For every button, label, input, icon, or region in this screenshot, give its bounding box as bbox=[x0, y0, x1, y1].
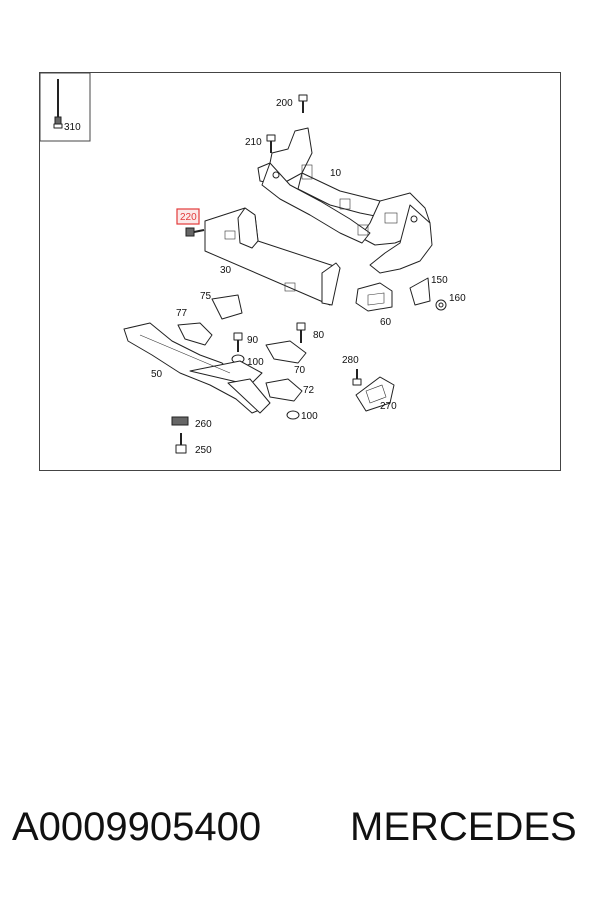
bracket-70 bbox=[265, 340, 307, 364]
mount-270 bbox=[355, 376, 395, 412]
bracket-150 bbox=[409, 277, 431, 306]
callout-220: 220 bbox=[180, 212, 197, 223]
callout-100-a: 100 bbox=[247, 357, 264, 368]
callout-100-b: 100 bbox=[301, 411, 318, 422]
bolt-80-icon bbox=[296, 322, 306, 343]
bolt-200-icon bbox=[298, 94, 308, 113]
bracket-72 bbox=[265, 378, 303, 402]
callout-10: 10 bbox=[330, 168, 342, 179]
callout-260: 260 bbox=[195, 419, 212, 430]
callout-70: 70 bbox=[294, 365, 306, 376]
part-number: A0009905400 bbox=[12, 805, 262, 849]
washer-100-b-icon bbox=[286, 410, 300, 420]
callout-30: 30 bbox=[220, 265, 232, 276]
bolt-280-icon bbox=[352, 369, 362, 386]
callout-220-highlight bbox=[176, 208, 200, 225]
screw-250-icon bbox=[175, 433, 187, 454]
callout-310: 310 bbox=[64, 122, 81, 133]
exploded-view: 310 200 210 10 220 bbox=[40, 73, 466, 456]
mount-60 bbox=[355, 282, 393, 312]
callout-50: 50 bbox=[151, 369, 163, 380]
callout-90: 90 bbox=[247, 335, 259, 346]
brand-name: MERCEDES bbox=[350, 805, 577, 849]
footer: A0009905400 MERCEDES bbox=[0, 805, 600, 865]
callout-150: 150 bbox=[431, 275, 448, 286]
bolt-310-icon bbox=[53, 79, 63, 129]
bolt-90-icon bbox=[233, 332, 243, 352]
callout-60: 60 bbox=[380, 317, 392, 328]
callout-270: 270 bbox=[380, 401, 397, 412]
screw-220-icon bbox=[185, 227, 205, 237]
callout-210: 210 bbox=[245, 137, 262, 148]
cross-member-30 bbox=[204, 207, 341, 306]
callout-75: 75 bbox=[200, 291, 212, 302]
callout-200: 200 bbox=[276, 98, 293, 109]
callout-250: 250 bbox=[195, 445, 212, 456]
callout-72: 72 bbox=[303, 385, 315, 396]
callout-77: 77 bbox=[176, 308, 188, 319]
inset-box bbox=[40, 73, 91, 142]
underbody-rail-50 bbox=[123, 322, 271, 414]
bracket-75 bbox=[211, 294, 243, 320]
callout-80: 80 bbox=[313, 330, 325, 341]
callout-280: 280 bbox=[342, 355, 359, 366]
callout-160: 160 bbox=[449, 293, 466, 304]
front-frame-10 bbox=[257, 127, 433, 274]
nut-160-icon bbox=[435, 299, 447, 311]
clip-260-icon bbox=[171, 416, 189, 426]
bracket-77 bbox=[177, 322, 213, 346]
parts-diagram: 310 200 210 10 220 bbox=[39, 72, 561, 471]
bolt-210-icon bbox=[266, 134, 276, 153]
